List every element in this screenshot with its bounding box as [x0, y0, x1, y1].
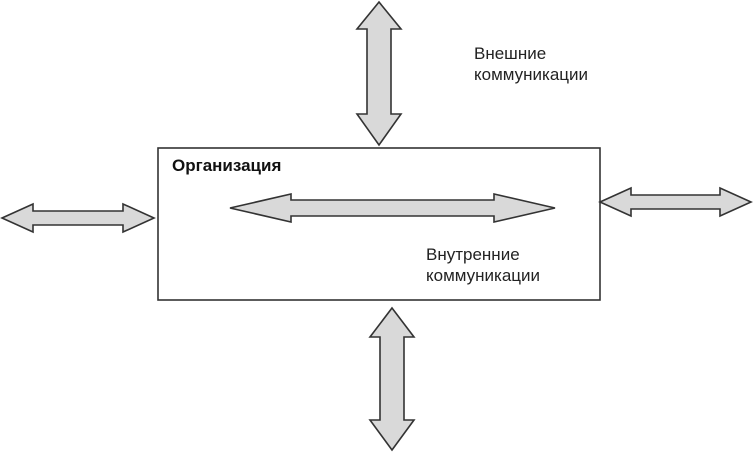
external-line-2: коммуникации: [474, 65, 589, 84]
external-line-1: Внешние: [474, 44, 547, 63]
arrow-external-right: [598, 186, 753, 218]
arrow-external-left: [0, 202, 156, 234]
internal-line-2: коммуникации: [426, 266, 541, 285]
arrow-external-bottom: [368, 306, 416, 452]
external-communications-label: Внешние коммуникации: [474, 43, 588, 85]
arrow-external-top: [355, 0, 403, 147]
organization-box: [157, 147, 601, 301]
arrow-internal: [229, 192, 556, 224]
internal-communications-label: Внутренние коммуникации: [426, 244, 540, 286]
internal-line-1: Внутренние: [426, 245, 520, 264]
organization-title: Организация: [172, 156, 282, 175]
